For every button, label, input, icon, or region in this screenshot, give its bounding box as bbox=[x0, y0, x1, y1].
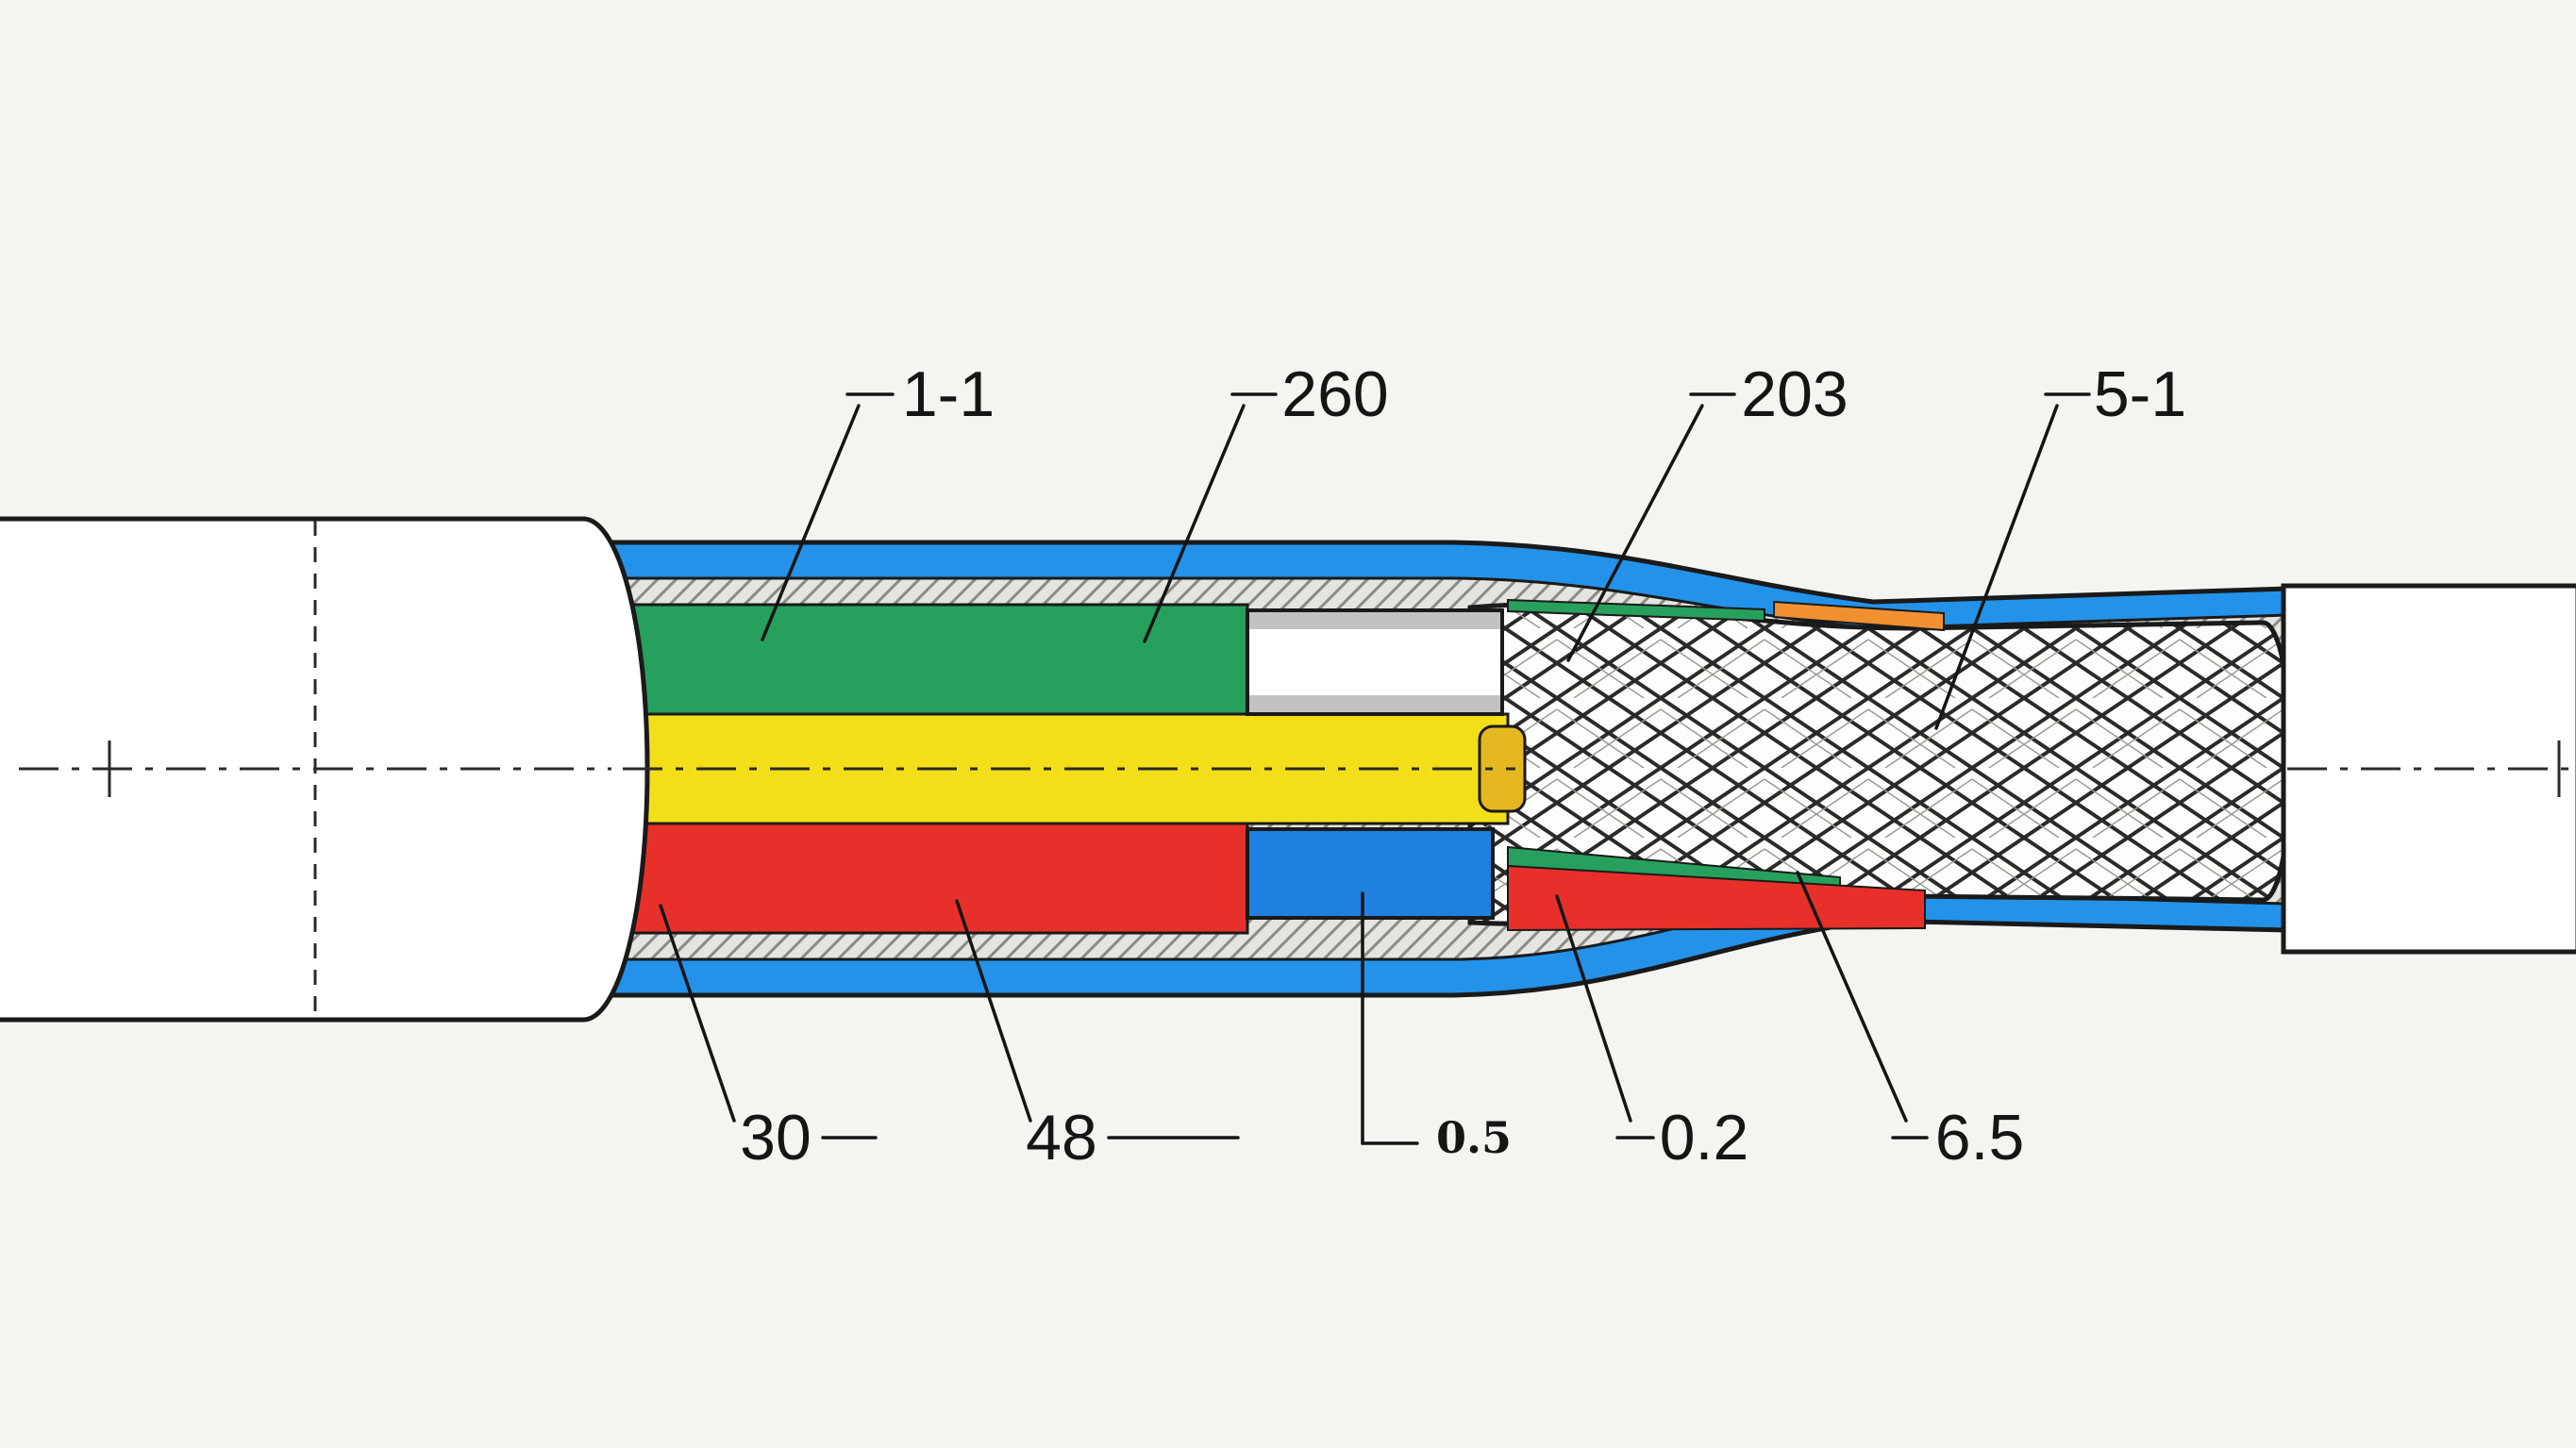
label-48: 48 bbox=[1026, 1102, 1097, 1173]
label-6-5: 6.5 bbox=[1935, 1102, 2025, 1173]
blue-conductor-segment bbox=[1246, 827, 1495, 920]
leader-260 bbox=[1143, 404, 1246, 643]
label-260: 260 bbox=[1281, 358, 1388, 430]
leader-30 bbox=[659, 904, 736, 1123]
leader-1-1 bbox=[761, 404, 861, 641]
leader-5-1 bbox=[1934, 404, 2059, 730]
label-0-5: 0.5 bbox=[1436, 1112, 1512, 1163]
leader-203 bbox=[1566, 404, 1704, 662]
leader-lines bbox=[659, 392, 2091, 1145]
yellow-conductor bbox=[609, 712, 1510, 825]
label-0-2: 0.2 bbox=[1660, 1102, 1749, 1173]
red-strand-bottom bbox=[1507, 864, 1926, 932]
green-strand-top bbox=[1507, 598, 1765, 623]
label-1-1: 1-1 bbox=[902, 358, 995, 430]
leader-6-5 bbox=[1796, 871, 1908, 1123]
label-5-1: 5-1 bbox=[2094, 358, 2186, 430]
red-conductor bbox=[609, 822, 1249, 935]
silver-conductor-top-edge bbox=[1249, 612, 1500, 629]
orange-strand bbox=[1773, 600, 1945, 632]
label-203: 203 bbox=[1741, 358, 1848, 430]
label-30: 30 bbox=[740, 1102, 811, 1173]
silver-conductor-bottom-edge bbox=[1249, 695, 1500, 712]
leader-48 bbox=[955, 899, 1032, 1123]
yellow-conductor-end-cap bbox=[1478, 724, 1527, 813]
leader-0-2 bbox=[1555, 894, 1632, 1123]
